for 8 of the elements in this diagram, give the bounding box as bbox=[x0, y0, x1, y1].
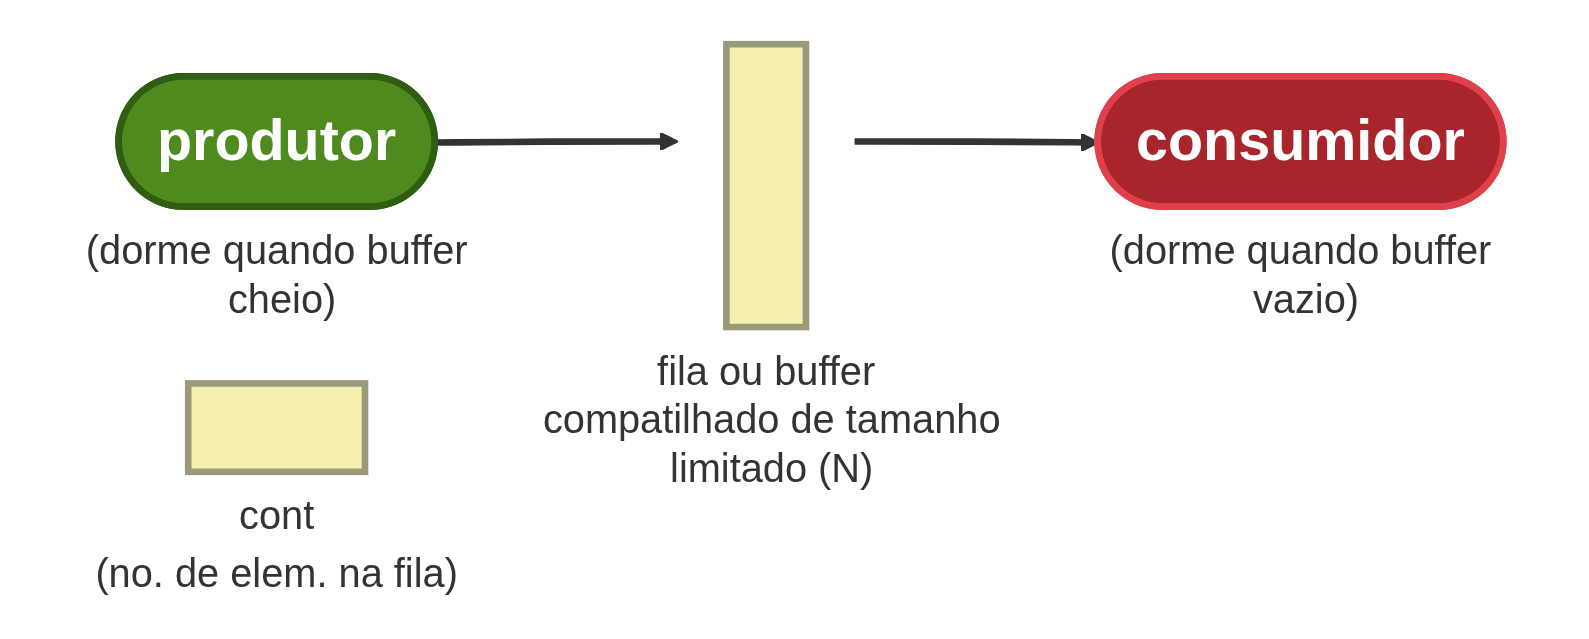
node-caption: fila ou buffer compatilhado de tamanho limitado (N) bbox=[542, 348, 1001, 490]
arrow bbox=[435, 131, 679, 152]
node-caption: (no. de elem. na fila) bbox=[95, 550, 458, 595]
node-box bbox=[723, 40, 810, 331]
node-caption: (dorme quando buffer cheio) bbox=[85, 228, 468, 321]
node-caption: cont bbox=[239, 493, 315, 538]
node-box bbox=[184, 380, 369, 476]
node-caption: (dorme quando buffer vazio) bbox=[1109, 228, 1492, 321]
